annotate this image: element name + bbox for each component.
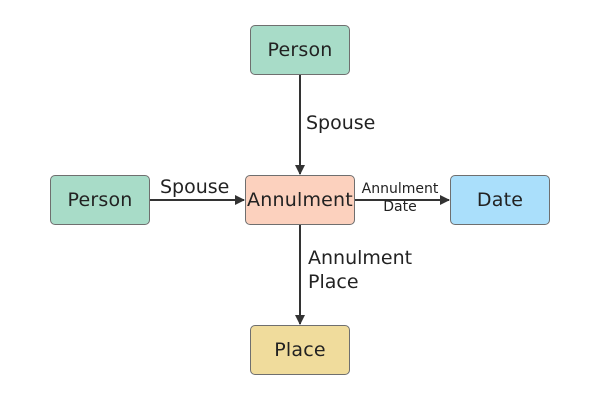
node-date: Date — [450, 175, 550, 225]
node-place-label: Place — [274, 339, 326, 361]
node-date-label: Date — [476, 189, 524, 211]
node-person-left-label: Person — [67, 189, 133, 211]
node-annulment: Annulment — [245, 175, 355, 225]
node-place: Place — [250, 325, 350, 375]
edge-label-annulment-date: Annulment Date — [361, 181, 439, 215]
node-person-top-label: Person — [267, 39, 333, 61]
edge-label-spouse-top: Spouse — [306, 112, 376, 134]
node-annulment-label: Annulment — [247, 189, 353, 211]
edge-label-spouse-left: Spouse — [160, 176, 230, 198]
node-person-top: Person — [250, 25, 350, 75]
edge-label-annulment-place: Annulment Place — [308, 247, 413, 293]
node-person-left: Person — [50, 175, 150, 225]
